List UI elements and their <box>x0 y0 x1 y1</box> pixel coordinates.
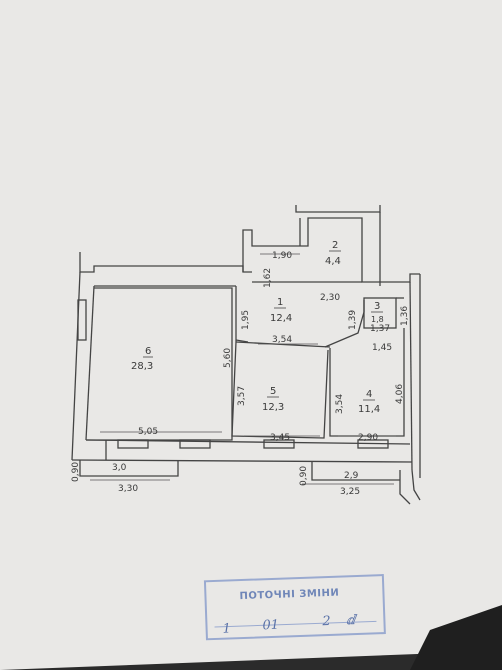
dim-2-30: 2,30 <box>320 293 340 303</box>
dim-0-90-left: 0,90 <box>71 462 81 482</box>
room-5-number: 5 <box>270 386 276 397</box>
dim-3-25: 3,25 <box>340 487 360 497</box>
room-2-number: 2 <box>332 240 338 251</box>
dim-2-90: 2,90 <box>358 433 378 443</box>
stamp-date-year: 2 <box>321 614 331 629</box>
dim-5-05: 5,05 <box>138 427 158 437</box>
stamp-date-month: 01 <box>262 618 279 634</box>
dim-4-06: 4,06 <box>395 384 405 404</box>
dim-5-60: 5,60 <box>223 348 233 368</box>
room-4-area: 11,4 <box>358 404 380 415</box>
changes-stamp: ПОТОЧНІ ЗМІНИ 1 01 2 ⅆ <box>203 574 386 641</box>
room-1-area: 12,4 <box>270 313 292 324</box>
room-labels: 6 28,3 1 12,4 2 4,4 3 1,8 4 11,4 5 12,3 <box>131 240 384 415</box>
dimension-lines <box>90 253 396 485</box>
room-6-number: 6 <box>145 346 151 357</box>
room-6-area: 28,3 <box>131 361 153 372</box>
dim-1-39: 1,39 <box>348 310 358 330</box>
dim-3-54-left: 3,54 <box>335 394 345 414</box>
dim-1-62: 1,62 <box>263 268 273 288</box>
stamp-frame <box>203 574 386 641</box>
dim-3-45: 3,45 <box>270 433 290 443</box>
room-5-area: 12,3 <box>262 402 284 413</box>
dimension-labels: 1,90 1,62 2,30 1,95 3,54 5,60 1,39 1,37 … <box>71 251 410 497</box>
plan-walls <box>71 205 421 505</box>
dim-1-90: 1,90 <box>272 251 292 261</box>
stamp-title: ПОТОЧНІ ЗМІНИ <box>239 588 339 602</box>
room-3-area: 1,8 <box>371 315 384 324</box>
room-3-number: 3 <box>374 301 380 312</box>
room-4-number: 4 <box>366 389 372 400</box>
table-shadow <box>410 605 502 670</box>
dim-3-0: 3,0 <box>112 463 127 473</box>
dim-1-37: 1,37 <box>370 324 390 334</box>
stamp-date-day: 1 <box>222 621 231 636</box>
dim-3-30: 3,30 <box>118 484 138 494</box>
dim-0-90-right: 0,90 <box>299 466 309 486</box>
dim-1-95: 1,95 <box>241 310 251 330</box>
dim-3-54-top: 3,54 <box>272 335 292 345</box>
dim-3-57: 3,57 <box>237 386 247 406</box>
dim-1-36: 1,36 <box>400 306 410 326</box>
dim-2-9: 2,9 <box>344 471 359 481</box>
dim-1-45: 1,45 <box>372 343 392 353</box>
room-2-area: 4,4 <box>325 256 341 267</box>
room-1-number: 1 <box>277 297 283 308</box>
